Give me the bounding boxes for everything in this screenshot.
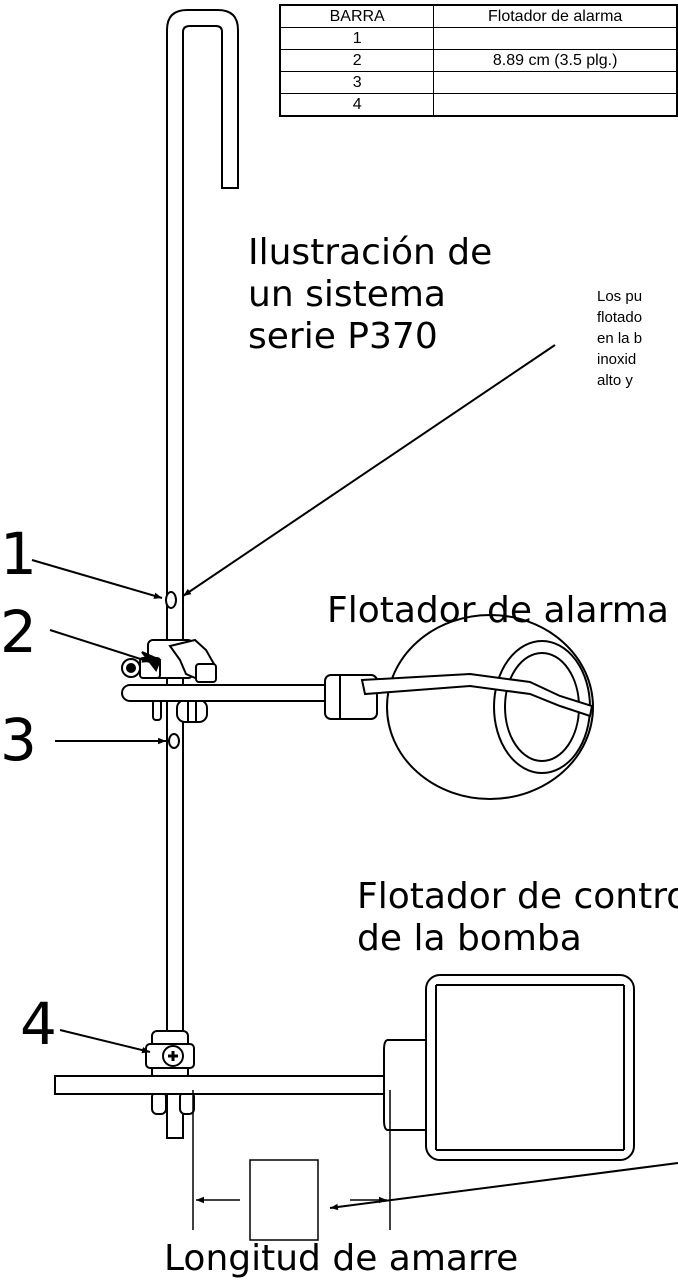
pump-float-label-line-1: Flotador de control	[357, 876, 678, 917]
bar2-leader	[49, 629, 151, 663]
note-leader	[182, 344, 556, 597]
rod-hook	[166, 9, 239, 1139]
table-cell	[433, 71, 678, 94]
note-line: en la b	[597, 330, 643, 347]
table-row: 2 8.89 cm (3.5 plg.)	[279, 49, 678, 72]
tie-length-label: Longitud de amarre	[164, 1238, 519, 1279]
bar3-hole	[168, 733, 180, 749]
alarm-clamp	[121, 638, 217, 723]
bar1-leader	[31, 559, 163, 599]
bar-number-4: 4	[20, 990, 57, 1058]
pump-clamp	[145, 1030, 195, 1115]
tie-leader	[329, 1162, 678, 1211]
table-header-row: BARRA Flotador de alarma	[279, 4, 678, 28]
note-line: Los pu	[597, 288, 643, 305]
bar1-hole	[165, 591, 177, 609]
barra-table: BARRA Flotador de alarma 1 2 8.89 cm (3.…	[279, 4, 678, 117]
bar-number-1: 1	[0, 520, 37, 588]
pump-float-body	[383, 974, 635, 1161]
pump-rod	[54, 1075, 391, 1095]
note-line: flotado	[597, 309, 643, 326]
leader-lines	[31, 344, 678, 1211]
title-line-1: Ilustración de	[248, 232, 493, 273]
title-line-3: serie P370	[248, 316, 438, 357]
bar4-leader	[59, 1029, 151, 1054]
table-cell	[433, 27, 678, 50]
alarm-float-body	[324, 614, 594, 800]
table-cell: 1	[279, 27, 435, 50]
table-row: 1	[279, 27, 678, 50]
table-row: 4	[279, 93, 678, 117]
tie-length-dimension	[192, 1090, 391, 1241]
bar-number-2: 2	[0, 598, 37, 666]
alarm-float-label: Flotador de alarma	[327, 590, 669, 631]
table-cell: 2	[279, 49, 435, 72]
bar-number-3: 3	[0, 706, 37, 774]
alarm-rod	[121, 684, 346, 702]
table-cell: 8.89 cm (3.5 plg.)	[433, 49, 678, 72]
note-line: inoxid	[597, 351, 637, 368]
title-line-2: un sistema	[248, 274, 446, 315]
table-header-cell: BARRA	[279, 4, 435, 28]
note-text: Los pu flotado en la b inoxid alto y	[597, 286, 642, 391]
table-row: 3	[279, 71, 678, 94]
table-cell: 4	[279, 93, 435, 117]
table-cell: 3	[279, 71, 435, 94]
table-cell	[433, 93, 678, 117]
pump-float-label-line-2: de la bomba	[357, 918, 582, 959]
note-line: alto y	[597, 372, 633, 389]
table-header-cell: Flotador de alarma	[433, 4, 678, 28]
